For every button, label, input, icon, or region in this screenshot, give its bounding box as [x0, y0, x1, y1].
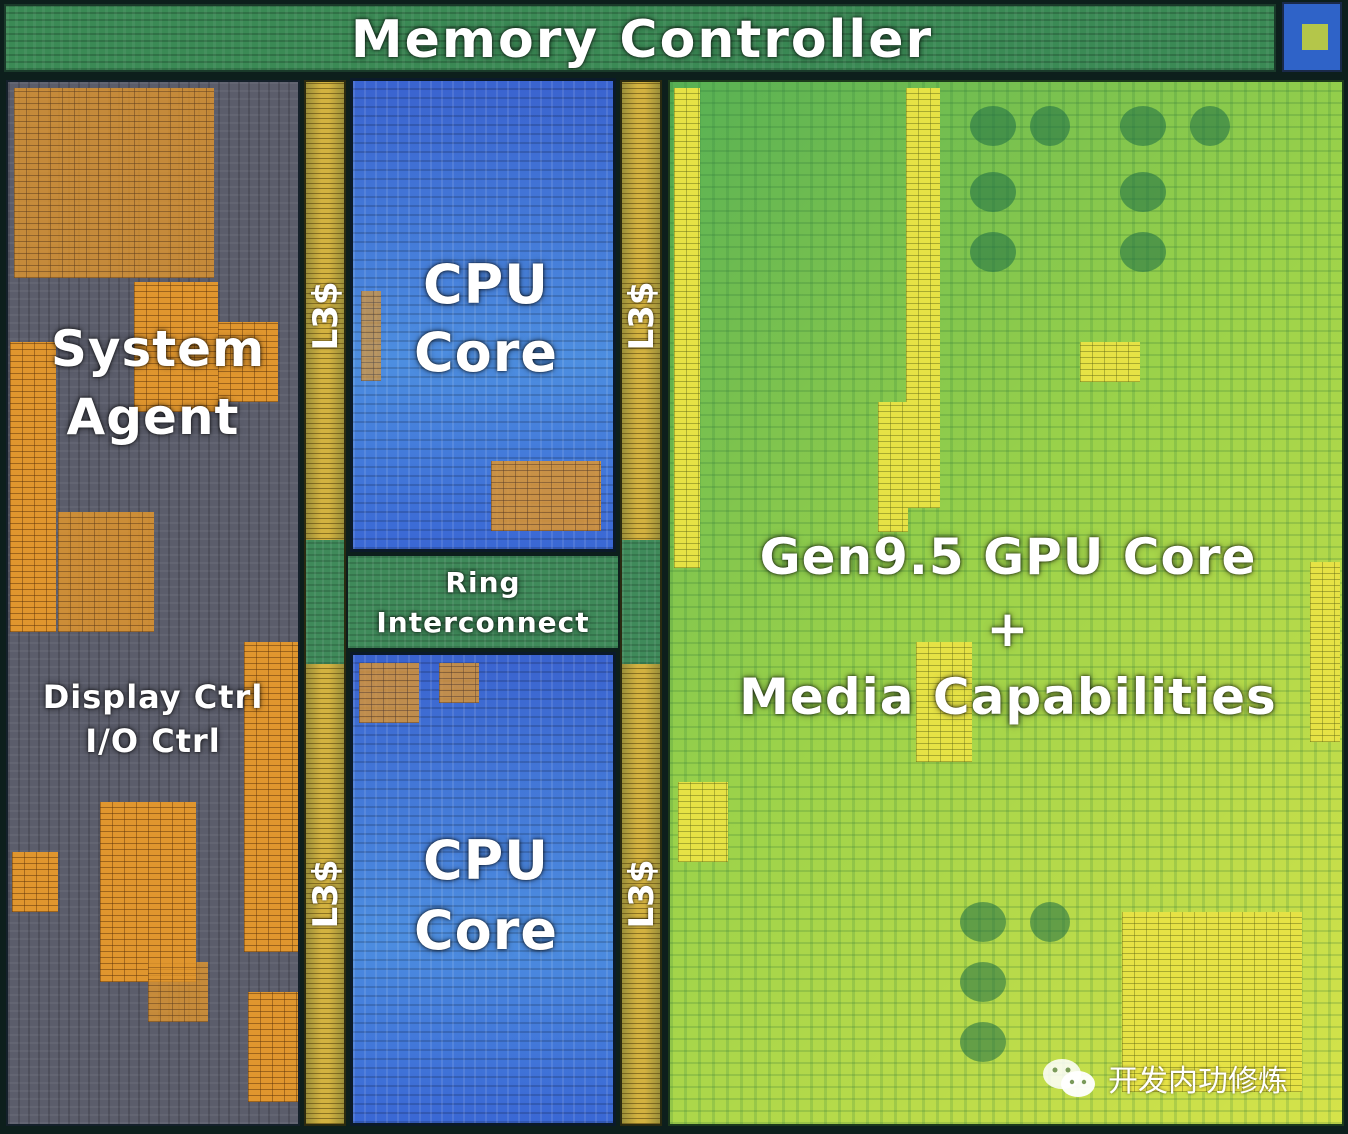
gpu-label-line1: Gen9.5 GPU Core: [759, 528, 1257, 586]
gpu-block: Gen9.5 GPU Core + Media Capabilities: [668, 80, 1344, 1126]
l3-cache-left: [304, 80, 346, 1126]
cpu-core-top-block: CPU Core: [350, 78, 616, 552]
l3-label-right-bottom: L3$: [622, 859, 662, 929]
system-agent-block: System Agent Display Ctrl I/O Ctrl: [6, 80, 300, 1126]
l3-label-right-top: L3$: [622, 281, 662, 351]
system-agent-label-line1: System: [50, 320, 266, 378]
cpu-core-bottom-label-line2: Core: [414, 899, 558, 962]
wechat-icon: [1043, 1059, 1095, 1097]
corner-pad: [1282, 2, 1342, 72]
ring-label-line2: Interconnect: [376, 606, 590, 639]
cpu-core-bottom-block: CPU Core: [350, 652, 616, 1126]
gpu-label-plus: +: [986, 600, 1030, 658]
cpu-core-bottom-label-line1: CPU: [422, 829, 550, 892]
display-ctrl-label: Display Ctrl: [42, 678, 264, 716]
l3-cache-right: [620, 80, 662, 1126]
ring-label-line1: Ring: [445, 566, 521, 599]
cpu-core-top-label-line2: Core: [414, 321, 558, 384]
l3-label-left-top: L3$: [306, 281, 346, 351]
watermark-text: 开发内功修炼: [1108, 1064, 1288, 1099]
memory-controller-block: Memory Controller: [4, 4, 1276, 72]
memory-controller-label: Memory Controller: [350, 10, 934, 70]
gpu-label-line3: Media Capabilities: [739, 668, 1277, 726]
cpu-core-top-label-line1: CPU: [422, 253, 550, 316]
io-ctrl-label: I/O Ctrl: [85, 722, 221, 760]
system-agent-label-line2: Agent: [66, 388, 240, 446]
watermark: 开发内功修炼: [1040, 1053, 1320, 1103]
ring-interconnect-block: Ring Interconnect: [348, 556, 618, 648]
l3-label-left-bottom: L3$: [306, 859, 346, 929]
